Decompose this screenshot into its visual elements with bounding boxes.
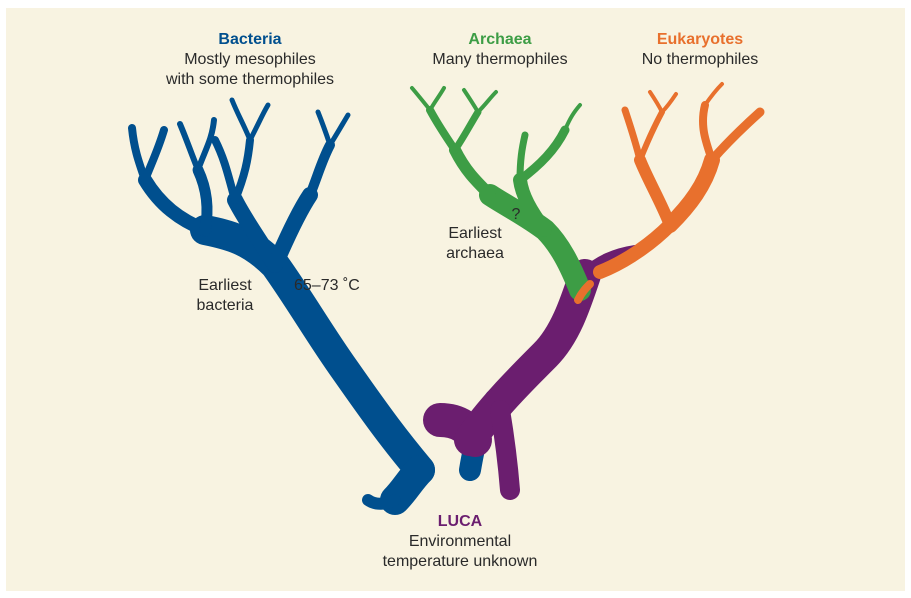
archaea-title: Archaea [410,30,590,50]
earliest-archaea-annotation: Earliest archaea [430,224,520,264]
uncertainty-question-mark: ? [509,205,523,225]
earliest-archaea-line2: archaea [430,244,520,264]
bacteria-temperature-annotation: 65–73 ˚C [294,276,384,296]
eukaryotes-lineage [578,84,760,300]
earliest-bacteria-annotation: Earliest bacteria [180,276,270,316]
eukaryotes-title: Eukaryotes [610,30,790,50]
bacteria-line2: with some thermophiles [130,70,370,90]
luca-lineage [440,252,635,490]
archaea-line1: Many thermophiles [410,50,590,70]
luca-line1: Environmental [360,532,560,552]
bacteria-label: Bacteria Mostly mesophiles with some the… [130,30,370,90]
bacteria-title: Bacteria [130,30,370,50]
earliest-bacteria-line1: Earliest [180,276,270,296]
luca-label: LUCA Environmental temperature unknown [360,512,560,572]
eukaryotes-line1: No thermophiles [610,50,790,70]
eukaryotes-label: Eukaryotes No thermophiles [610,30,790,70]
earliest-archaea-line1: Earliest [430,224,520,244]
earliest-bacteria-line2: bacteria [180,296,270,316]
luca-line2: temperature unknown [360,552,560,572]
luca-title: LUCA [360,512,560,532]
bacteria-line1: Mostly mesophiles [130,50,370,70]
archaea-label: Archaea Many thermophiles [410,30,590,70]
